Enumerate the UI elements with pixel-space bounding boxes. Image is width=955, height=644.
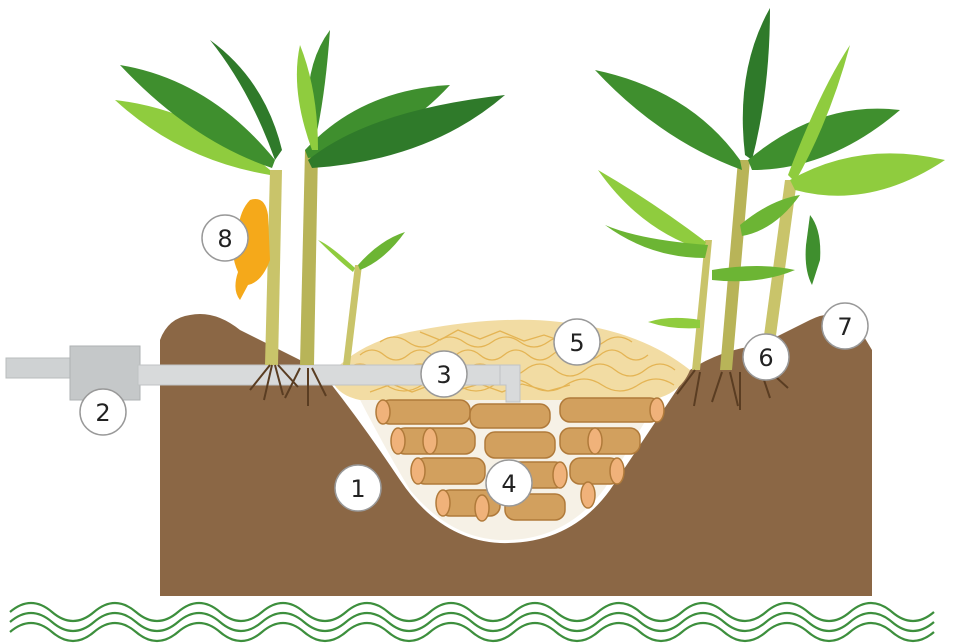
marker-8: 8 bbox=[202, 215, 248, 261]
marker-2: 2 bbox=[80, 389, 126, 435]
water-waves-icon bbox=[10, 603, 934, 641]
marker-6: 6 bbox=[743, 334, 789, 380]
marker-label: 2 bbox=[95, 399, 110, 427]
marker-5: 5 bbox=[554, 319, 600, 365]
marker-label: 1 bbox=[350, 475, 365, 503]
marker-label: 4 bbox=[501, 470, 516, 498]
marker-7: 7 bbox=[822, 303, 868, 349]
marker-label: 8 bbox=[217, 225, 232, 253]
marker-label: 5 bbox=[569, 329, 584, 357]
marker-4: 4 bbox=[486, 460, 532, 506]
marker-3: 3 bbox=[421, 351, 467, 397]
marker-label: 7 bbox=[837, 313, 852, 341]
marker-label: 3 bbox=[436, 361, 451, 389]
marker-1: 1 bbox=[335, 465, 381, 511]
marker-label: 6 bbox=[758, 344, 773, 372]
